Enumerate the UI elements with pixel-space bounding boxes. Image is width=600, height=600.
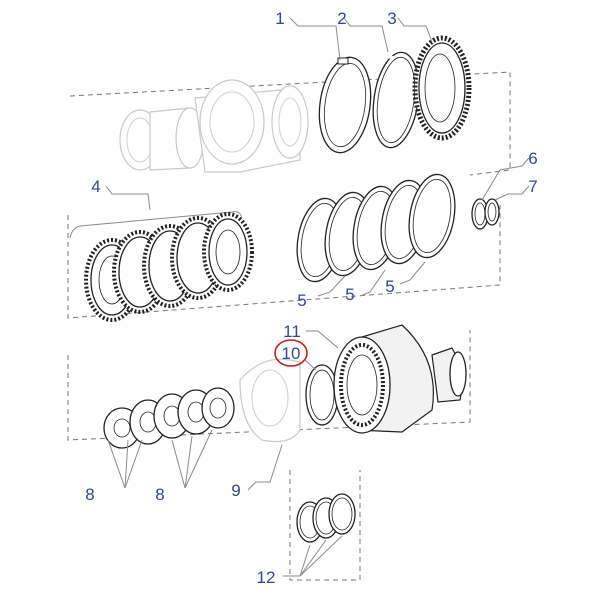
part-7-ring xyxy=(484,198,500,226)
callout-4: 4 xyxy=(91,177,100,196)
highlight-circle xyxy=(274,339,308,367)
callout-8a: 8 xyxy=(85,485,94,504)
callout-2: 2 xyxy=(337,9,346,28)
leader-lines xyxy=(105,17,530,577)
callout-5b: 5 xyxy=(345,285,354,304)
callout-10: 10 xyxy=(282,344,301,363)
callout-8b: 8 xyxy=(155,485,164,504)
part-10-o-ring xyxy=(305,364,339,426)
part-3-toothed-ring xyxy=(412,35,472,141)
callout-5a: 5 xyxy=(297,291,306,310)
part-5-springs xyxy=(296,173,456,283)
callout-3: 3 xyxy=(387,9,396,28)
part-2-wire-ring xyxy=(372,48,420,149)
callout-7: 7 xyxy=(528,177,537,196)
callout-1: 1 xyxy=(275,9,284,28)
callout-9: 9 xyxy=(231,481,240,500)
part-11-clutch-drum xyxy=(333,324,467,434)
part-12-rings xyxy=(296,493,356,543)
part-1-snap-ring xyxy=(318,56,372,154)
callout-11: 11 xyxy=(283,322,301,341)
shaft-outline xyxy=(119,79,309,173)
callout-12: 12 xyxy=(257,568,276,587)
part-4-clutch-pack xyxy=(69,211,254,322)
part-8-washers xyxy=(103,387,235,449)
callout-5c: 5 xyxy=(385,277,394,296)
callout-6: 6 xyxy=(528,149,537,168)
assembly-frames xyxy=(67,71,511,581)
part-9-piston xyxy=(239,358,301,443)
callout-labels: 1 2 3 4 5 5 5 6 7 8 8 9 10 11 12 xyxy=(85,9,537,587)
